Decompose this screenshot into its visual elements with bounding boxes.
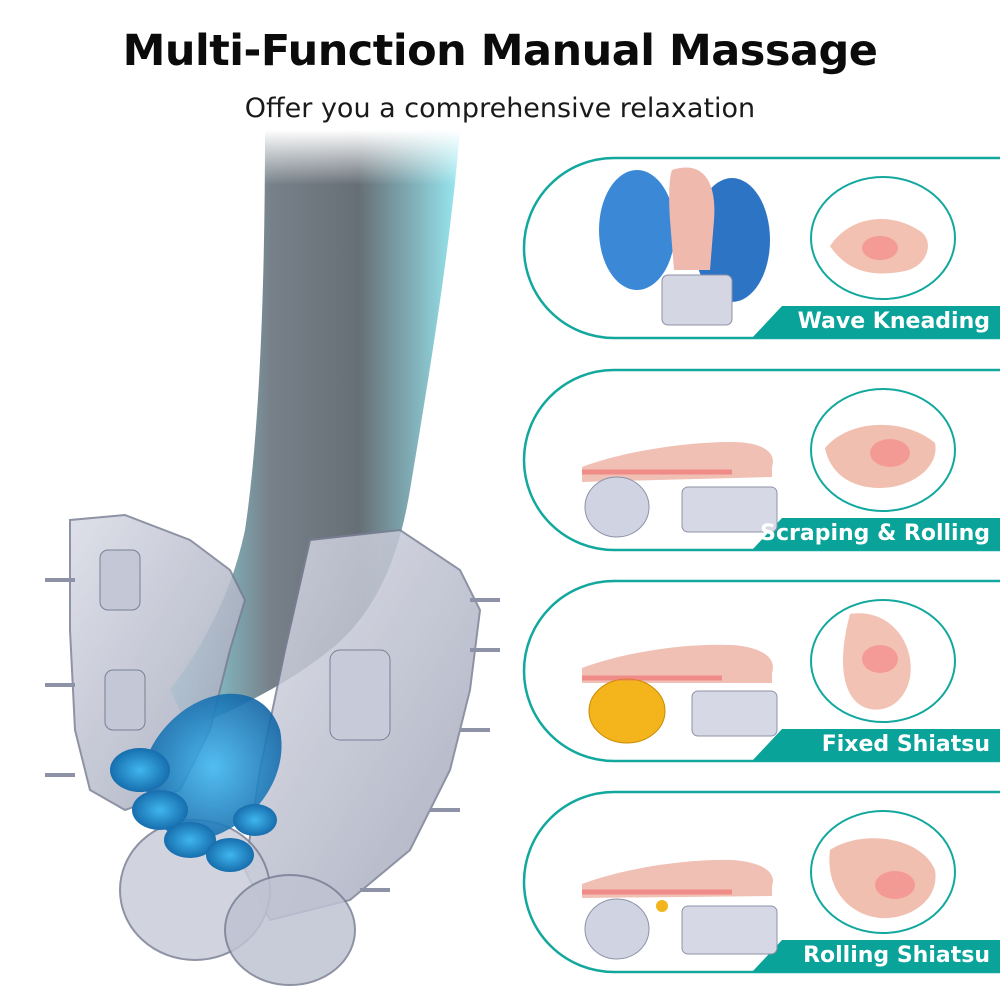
right-roller-housing bbox=[243, 528, 500, 922]
scraping-rolling-device-image bbox=[582, 442, 778, 538]
fixed-shiatsu-device-image bbox=[582, 644, 778, 744]
mode-card: Rolling Shiatsu bbox=[522, 790, 1000, 974]
glowing-foot-toes bbox=[110, 693, 282, 872]
mode-card: Fixed Shiatsu bbox=[522, 579, 1000, 763]
scraping-rolling-hand-image bbox=[810, 388, 956, 512]
page-title: Multi-Function Manual Massage bbox=[122, 26, 878, 76]
wave-kneading-device-image bbox=[599, 167, 770, 326]
mode-card: Wave Kneading bbox=[522, 156, 1000, 340]
mode-card: Scraping & Rolling bbox=[522, 368, 1000, 552]
mode-label: Wave Kneading bbox=[797, 309, 990, 334]
rolling-shiatsu-hand-image bbox=[810, 810, 956, 934]
rolling-shiatsu-device-image bbox=[582, 859, 778, 960]
wave-kneading-hand-image bbox=[810, 176, 956, 300]
page-subtitle: Offer you a comprehensive relaxation bbox=[244, 93, 756, 124]
fixed-shiatsu-hand-image bbox=[810, 599, 956, 723]
mode-label: Fixed Shiatsu bbox=[821, 732, 990, 757]
mode-label: Rolling Shiatsu bbox=[803, 943, 990, 968]
mode-label: Scraping & Rolling bbox=[760, 521, 990, 546]
massager-hero-illustration bbox=[45, 130, 500, 986]
